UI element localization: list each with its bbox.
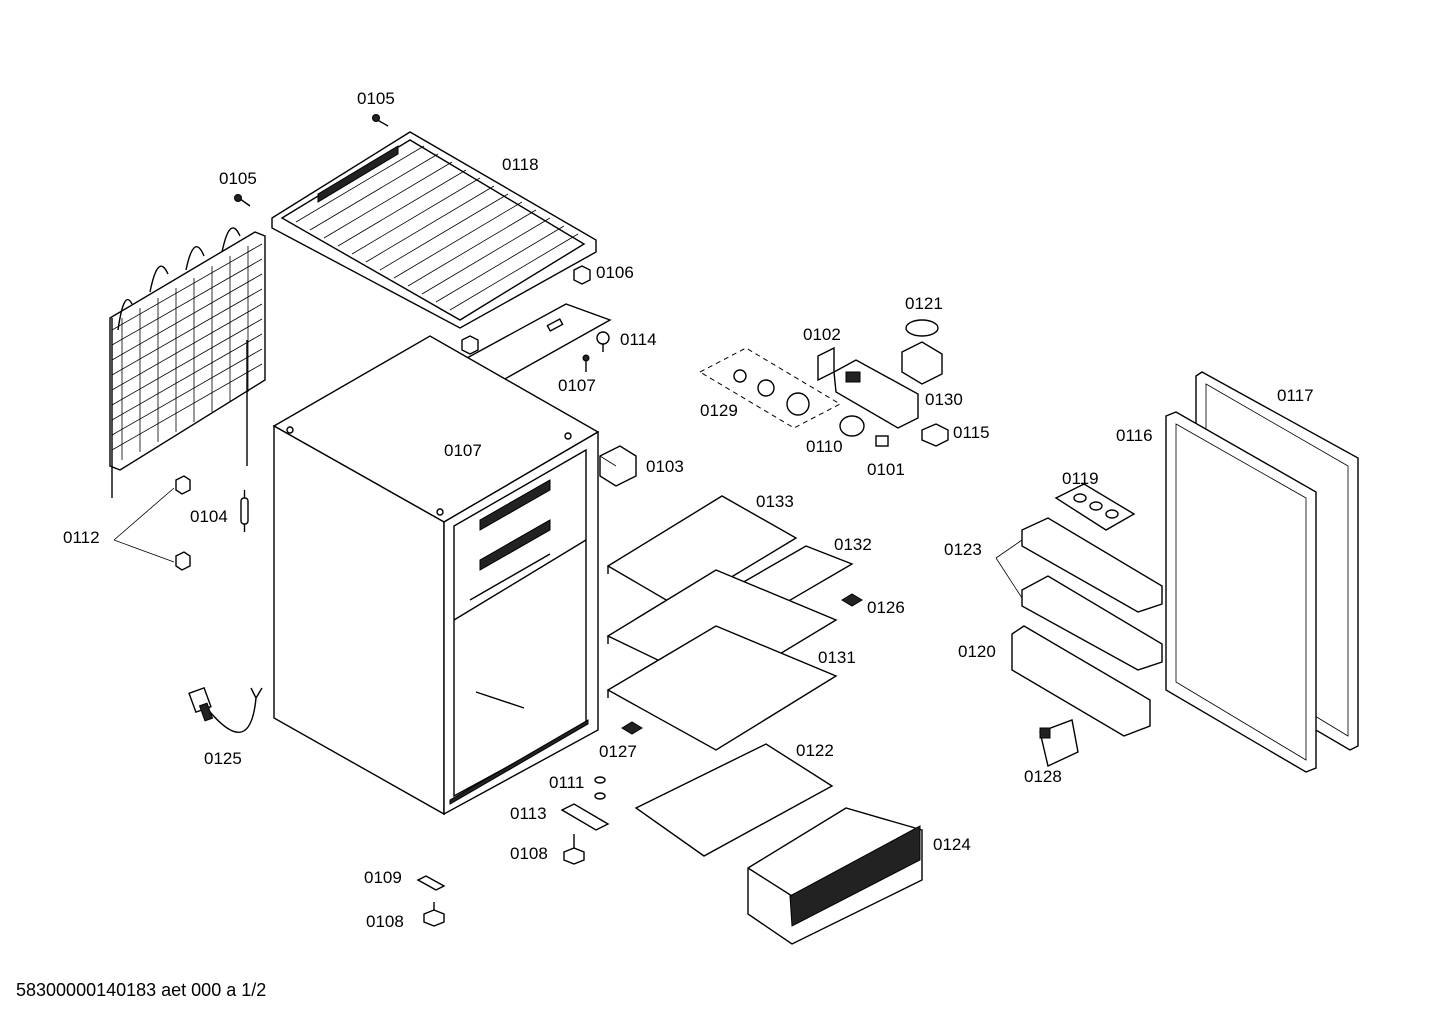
label-0105: 0105 [357, 89, 395, 108]
condenser-coil [109, 227, 266, 498]
glass-plate-0122 [634, 743, 834, 857]
label-0117: 0117 [1277, 386, 1314, 405]
shelf-0133 [606, 495, 798, 609]
egg-tray-0119 [1054, 483, 1136, 531]
drawing-reference-number: 58300000140183 aet 000 a 1/2 [16, 980, 267, 1000]
power-cord-0125 [188, 686, 263, 733]
screw-0105-top [372, 114, 389, 127]
label-0118: 0118 [502, 155, 539, 174]
bracket-0112 [113, 475, 191, 571]
label-0112: 0112 [63, 528, 100, 547]
clip-0127 [621, 721, 643, 735]
label-0123: 0123 [944, 540, 982, 559]
washers-0111 [594, 776, 606, 800]
clip-0128 [1039, 719, 1079, 767]
label-0130: 0130 [925, 390, 963, 409]
label-0122: 0122 [796, 741, 834, 760]
cabinet [272, 335, 600, 816]
label-0114: 0114 [620, 330, 657, 349]
leader-lines [995, 539, 1023, 599]
label-0124: 0124 [933, 835, 971, 854]
label-0120: 0120 [958, 642, 996, 661]
label-0102: 0102 [803, 325, 841, 344]
door-shelf-0123-lower [1021, 575, 1163, 671]
door-shelf-0123-upper [1021, 517, 1163, 613]
label-0109: 0109 [364, 868, 402, 887]
hinge-cover-0106 [461, 265, 591, 355]
label-0129: 0129 [700, 401, 738, 420]
label-0111: 0111 [549, 773, 584, 792]
foot-plate-0109 [416, 875, 446, 891]
label-0107: 0107 [444, 441, 482, 460]
label-0107: 0107 [558, 376, 596, 395]
label-0132: 0132 [834, 535, 872, 554]
door-shelf-0120 [1011, 625, 1151, 737]
label-0127: 0127 [599, 742, 637, 761]
label-0108: 0108 [510, 844, 548, 863]
label-0108: 0108 [366, 912, 404, 931]
shelf-0131 [606, 625, 838, 751]
label-0126: 0126 [867, 598, 905, 617]
thermostat-group [698, 319, 949, 447]
hinge-pin-0114 [596, 331, 610, 352]
cover-0103 [599, 445, 637, 487]
label-0131: 0131 [818, 648, 856, 667]
top-cover-0118 [271, 131, 597, 329]
screw-0105-left [234, 194, 251, 207]
label-0116: 0116 [1116, 426, 1153, 445]
label-0133: 0133 [756, 492, 794, 511]
clip-0126 [841, 593, 863, 607]
foot-bracket-0113 [560, 803, 610, 831]
crisper-drawer-0124 [747, 807, 923, 945]
label-0119: 0119 [1062, 469, 1099, 488]
part-labels: 0105 0118 0105 0106 0121 0102 0114 0107 … [63, 89, 1314, 931]
label-0113: 0113 [510, 804, 547, 823]
label-0103: 0103 [646, 457, 684, 476]
label-0128: 0128 [1024, 767, 1062, 786]
door-gasket-0116 [1165, 411, 1317, 773]
adjustable-foot-0108-upper [563, 834, 585, 865]
label-0110: 0110 [806, 437, 843, 456]
label-0115: 0115 [953, 423, 990, 442]
label-0121: 0121 [905, 294, 943, 313]
label-0106: 0106 [596, 263, 634, 282]
filter-drier-0104 [240, 490, 249, 532]
label-0105: 0105 [219, 169, 257, 188]
label-0125: 0125 [204, 749, 242, 768]
label-0104: 0104 [190, 507, 228, 526]
adjustable-foot-0108-lower [423, 902, 445, 927]
label-0101: 0101 [867, 460, 905, 479]
